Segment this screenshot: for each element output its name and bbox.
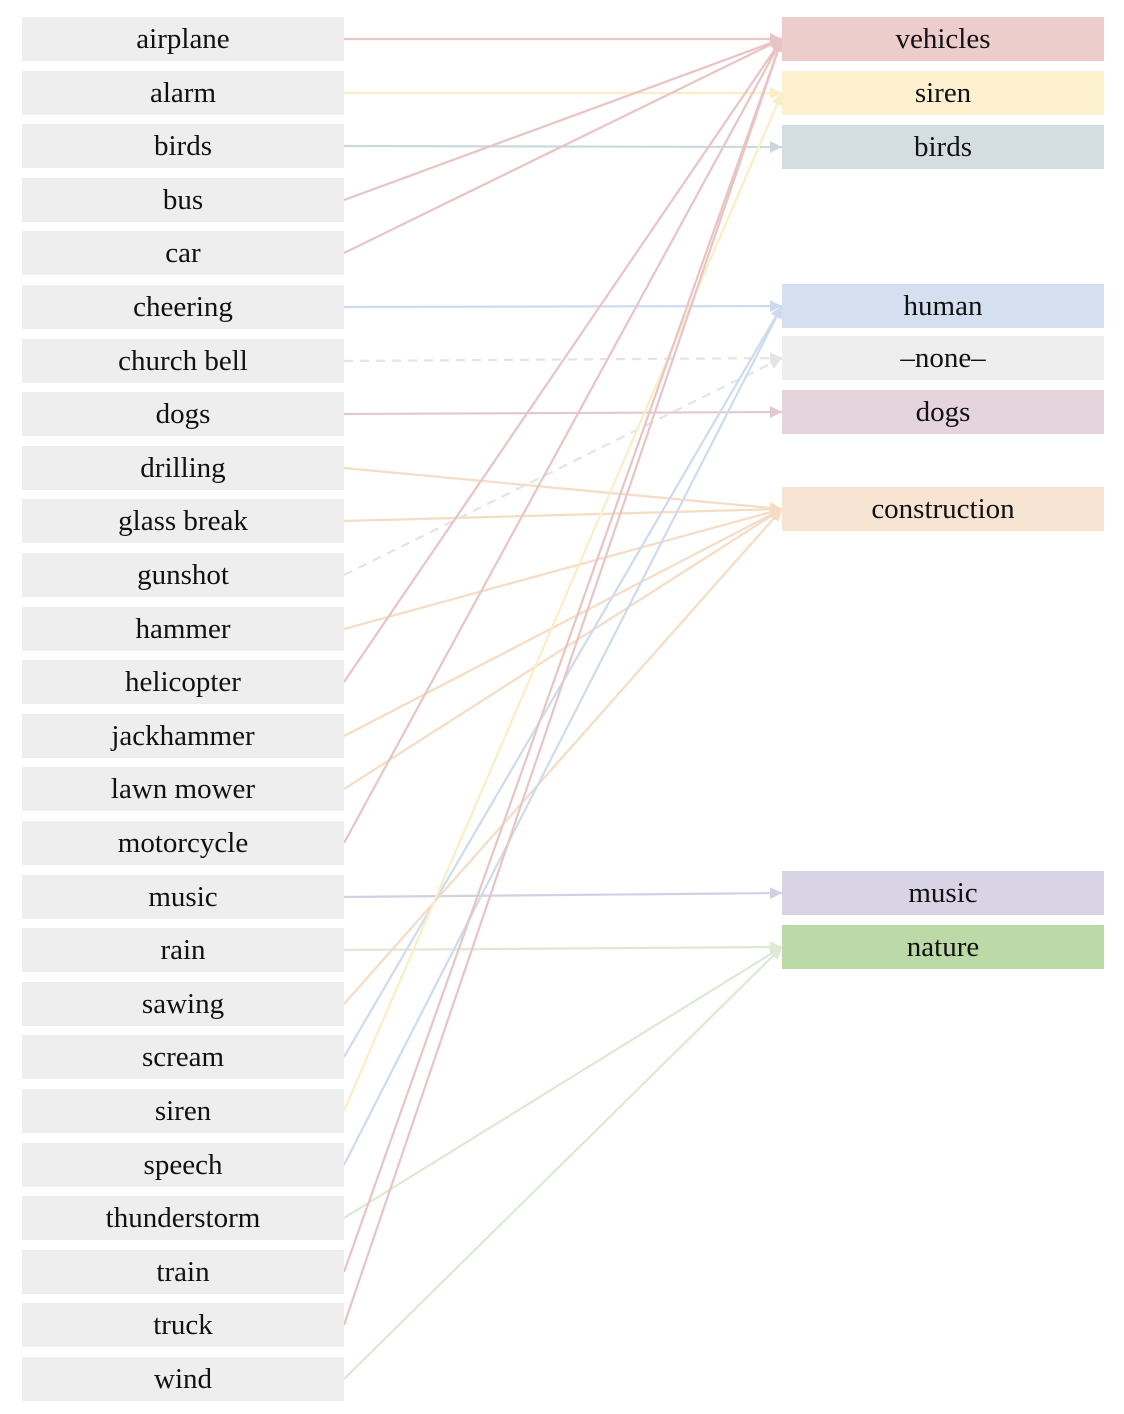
target-vehicles: vehicles bbox=[782, 17, 1104, 61]
source-sawing: sawing bbox=[22, 982, 344, 1026]
arrow-gunshot-to-none bbox=[343, 357, 783, 576]
arrow-hammer-to-construction bbox=[343, 506, 783, 631]
arrow-truck-to-vehicles bbox=[342, 38, 784, 1326]
source-glass-break: glass break bbox=[22, 499, 344, 543]
source-scream: scream bbox=[22, 1035, 344, 1079]
target-siren: siren bbox=[782, 71, 1104, 115]
arrow-jackhammer-to-construction bbox=[343, 508, 783, 737]
arrow-wind-to-nature bbox=[343, 946, 783, 1380]
source-motorcycle: motorcycle bbox=[22, 821, 344, 865]
source-drilling: drilling bbox=[22, 446, 344, 490]
source-car: car bbox=[22, 231, 344, 275]
source-church-bell: church bell bbox=[22, 339, 344, 383]
source-airplane: airplane bbox=[22, 17, 344, 61]
arrow-rain-to-nature bbox=[343, 941, 783, 954]
source-speech: speech bbox=[22, 1143, 344, 1187]
source-music: music bbox=[22, 875, 344, 919]
arrow-train-to-vehicles bbox=[342, 38, 784, 1273]
source-siren: siren bbox=[22, 1089, 344, 1133]
arrow-drilling-to-construction bbox=[343, 466, 783, 514]
arrow-speech-to-human bbox=[343, 305, 783, 1166]
arrow-motorcycle-to-vehicles bbox=[343, 38, 783, 844]
target-none: –none– bbox=[782, 336, 1104, 380]
target-human: human bbox=[782, 284, 1104, 328]
source-rain: rain bbox=[22, 928, 344, 972]
source-cheering: cheering bbox=[22, 285, 344, 329]
source-hammer: hammer bbox=[22, 607, 344, 651]
arrow-siren-to-siren bbox=[342, 92, 784, 1112]
source-lawn-mower: lawn mower bbox=[22, 767, 344, 811]
target-nature: nature bbox=[782, 925, 1104, 969]
source-train: train bbox=[22, 1250, 344, 1294]
arrow-cheering-to-human bbox=[343, 300, 783, 313]
arrow-glass-break-to-construction bbox=[343, 503, 783, 523]
arrow-lawn-mower-to-construction bbox=[343, 508, 783, 790]
source-gunshot: gunshot bbox=[22, 553, 344, 597]
source-helicopter: helicopter bbox=[22, 660, 344, 704]
arrow-car-to-vehicles bbox=[343, 38, 783, 254]
source-thunderstorm: thunderstorm bbox=[22, 1196, 344, 1240]
arrow-dogs-to-dogs bbox=[343, 406, 783, 419]
source-jackhammer: jackhammer bbox=[22, 714, 344, 758]
arrow-thunderstorm-to-nature bbox=[343, 946, 783, 1219]
arrow-music-to-music bbox=[343, 887, 783, 900]
source-bus: bus bbox=[22, 178, 344, 222]
source-wind: wind bbox=[22, 1357, 344, 1401]
target-construction: construction bbox=[782, 487, 1104, 531]
arrow-sawing-to-construction bbox=[343, 508, 783, 1005]
target-music: music bbox=[782, 871, 1104, 915]
target-birds: birds bbox=[782, 125, 1104, 169]
arrow-bus-to-vehicles bbox=[343, 37, 783, 202]
source-truck: truck bbox=[22, 1303, 344, 1347]
source-alarm: alarm bbox=[22, 71, 344, 115]
source-birds: birds bbox=[22, 124, 344, 168]
arrow-helicopter-to-vehicles bbox=[343, 38, 783, 683]
target-dogs: dogs bbox=[782, 390, 1104, 434]
source-dogs: dogs bbox=[22, 392, 344, 436]
mapping-arrows bbox=[342, 33, 784, 1380]
